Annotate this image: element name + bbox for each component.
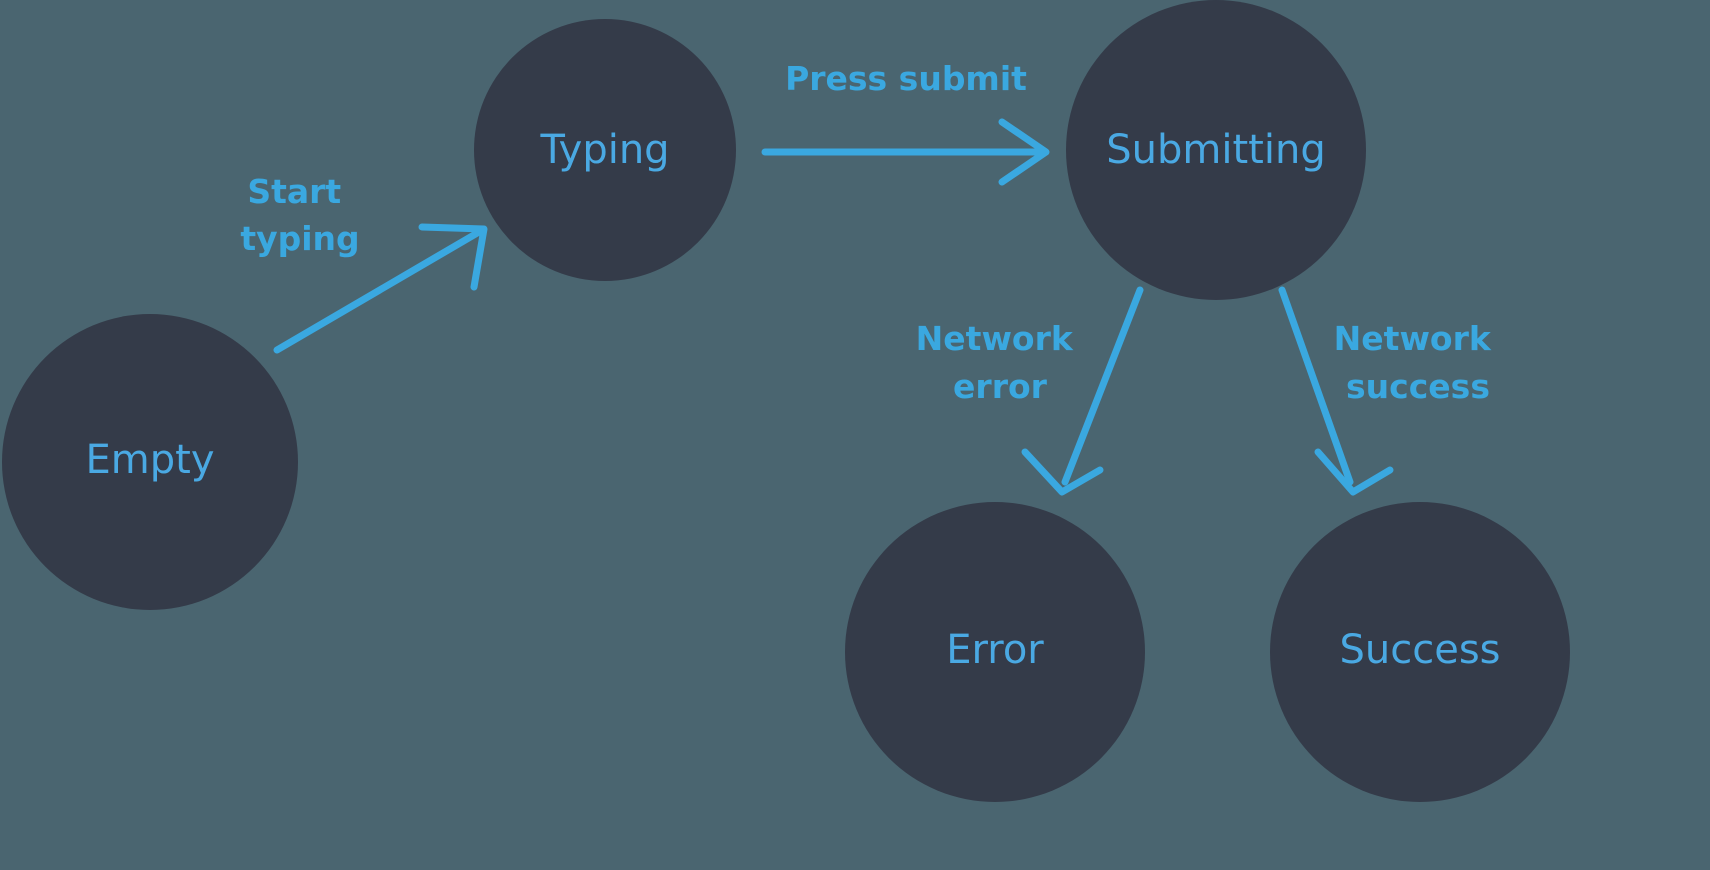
transition-network-success[interactable]: Network success	[1278, 286, 1503, 496]
state-label: Typing	[539, 127, 669, 173]
state-circle	[1270, 502, 1570, 802]
state-circle	[474, 19, 736, 281]
transition-label-line: error	[953, 367, 1048, 406]
transition-label-line: Press submit	[785, 59, 1027, 98]
state-label: Success	[1339, 627, 1500, 673]
transition-label-network-error: Network error	[916, 319, 1085, 406]
transition-line	[273, 228, 483, 354]
transition-label-line: Start	[247, 172, 341, 211]
state-node-error[interactable]: Error	[845, 502, 1145, 802]
state-node-success[interactable]: Success	[1270, 502, 1570, 802]
transition-label-start-typing: Start typing	[240, 172, 359, 258]
state-circle	[845, 502, 1145, 802]
state-node-typing[interactable]: Typing	[474, 19, 736, 281]
arrowhead-icon	[418, 223, 488, 291]
state-label: Submitting	[1106, 127, 1325, 173]
transition-label-line: Network	[1334, 319, 1492, 358]
state-node-submitting[interactable]: Submitting	[1066, 0, 1366, 300]
state-label: Empty	[86, 437, 215, 483]
state-circle	[2, 314, 298, 610]
transition-line	[1278, 286, 1354, 486]
state-node-empty[interactable]: Empty	[2, 314, 298, 610]
transition-line	[1061, 286, 1144, 486]
state-label: Error	[946, 627, 1044, 673]
transition-label-network-success: Network success	[1334, 319, 1503, 406]
transition-label-line: success	[1346, 367, 1490, 406]
transition-start-typing[interactable]: Start typing	[240, 172, 488, 354]
transition-network-error[interactable]: Network error	[916, 286, 1144, 496]
arrowhead-icon	[1021, 448, 1104, 496]
arrowhead-icon	[998, 118, 1050, 186]
arrowhead-icon	[1314, 448, 1394, 496]
transition-label-line: Network	[916, 319, 1074, 358]
state-circle	[1066, 0, 1366, 300]
transition-label-line: typing	[240, 219, 359, 258]
transition-label-press-submit: Press submit	[785, 59, 1027, 98]
transition-press-submit[interactable]: Press submit	[761, 59, 1050, 186]
